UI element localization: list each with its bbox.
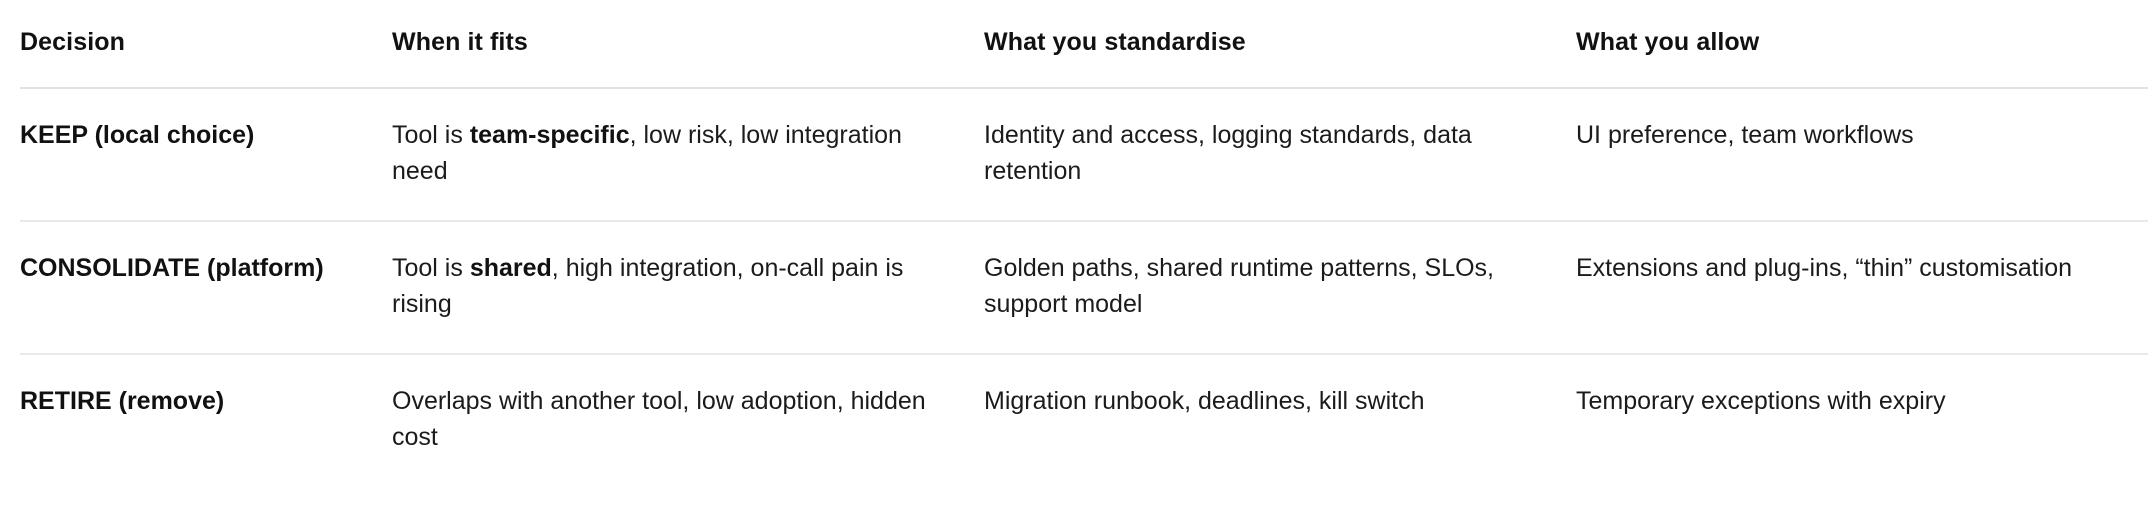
cell-when-it-fits: Tool is team-specific, low risk, low int… bbox=[392, 88, 984, 222]
cell-what-you-standardise: Identity and access, logging standards, … bbox=[984, 88, 1576, 222]
column-header-what-you-allow: What you allow bbox=[1576, 0, 2148, 89]
emphasis-term: team-specific bbox=[469, 121, 630, 149]
column-header-when-it-fits: When it fits bbox=[392, 0, 984, 89]
table-row: KEEP (local choice) Tool is team-specifi… bbox=[20, 88, 2148, 222]
emphasis-term: shared bbox=[469, 254, 552, 282]
column-header-decision: Decision bbox=[20, 0, 392, 89]
cell-decision: CONSOLIDATE (platform) bbox=[20, 221, 392, 355]
text-after-emphasis: , high integration, on-call pain is risi… bbox=[392, 254, 904, 318]
cell-when-it-fits: Tool is shared, high integration, on-cal… bbox=[392, 221, 984, 355]
tool-decision-matrix-table: Decision When it fits What you standardi… bbox=[20, 0, 2148, 486]
cell-what-you-allow: Extensions and plug-ins, “thin” customis… bbox=[1576, 221, 2148, 355]
table-body: KEEP (local choice) Tool is team-specifi… bbox=[20, 88, 2148, 486]
cell-what-you-standardise: Migration runbook, deadlines, kill switc… bbox=[984, 387, 1425, 415]
cell-what-you-allow: UI preference, team workflows bbox=[1576, 88, 2148, 222]
table-row: RETIRE (remove) Overlaps with another to… bbox=[20, 354, 2148, 486]
text-before-emphasis: Tool is bbox=[392, 254, 470, 282]
cell-decision: RETIRE (remove) bbox=[20, 387, 225, 415]
table-header-row: Decision When it fits What you standardi… bbox=[20, 0, 2148, 89]
table-row: CONSOLIDATE (platform) Tool is shared, h… bbox=[20, 221, 2148, 355]
table-header: Decision When it fits What you standardi… bbox=[20, 0, 2148, 89]
cell-what-you-standardise: Golden paths, shared runtime patterns, S… bbox=[984, 221, 1576, 355]
column-header-what-you-standardise: What you standardise bbox=[984, 0, 1576, 89]
cell-when-it-fits: Overlaps with another tool, low adoption… bbox=[392, 354, 984, 486]
text-before-emphasis: Tool is bbox=[392, 121, 470, 149]
text-before-emphasis: Overlaps with another tool, low adoption… bbox=[392, 387, 926, 451]
cell-what-you-allow: Temporary exceptions with expiry bbox=[1576, 387, 1946, 415]
decision-table-container: Decision When it fits What you standardi… bbox=[20, 0, 2148, 486]
cell-decision: KEEP (local choice) bbox=[20, 88, 392, 222]
text-after-emphasis: , low risk, low integration need bbox=[392, 121, 902, 185]
